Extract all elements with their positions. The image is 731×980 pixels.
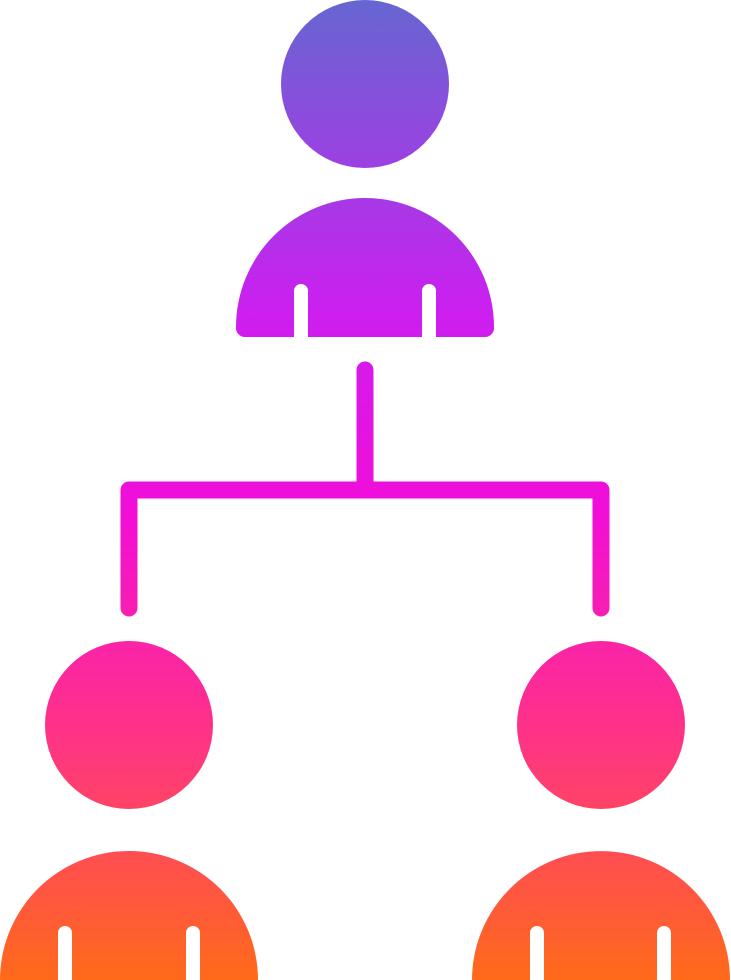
right-person-head [517, 641, 685, 809]
top-person-head [281, 0, 449, 168]
connector-branch [120, 481, 610, 617]
hierarchy-connector [120, 361, 610, 617]
right-person-body [472, 851, 730, 980]
top-person-body [235, 198, 495, 338]
left-person-head [45, 641, 213, 809]
left-person-body [0, 851, 258, 980]
